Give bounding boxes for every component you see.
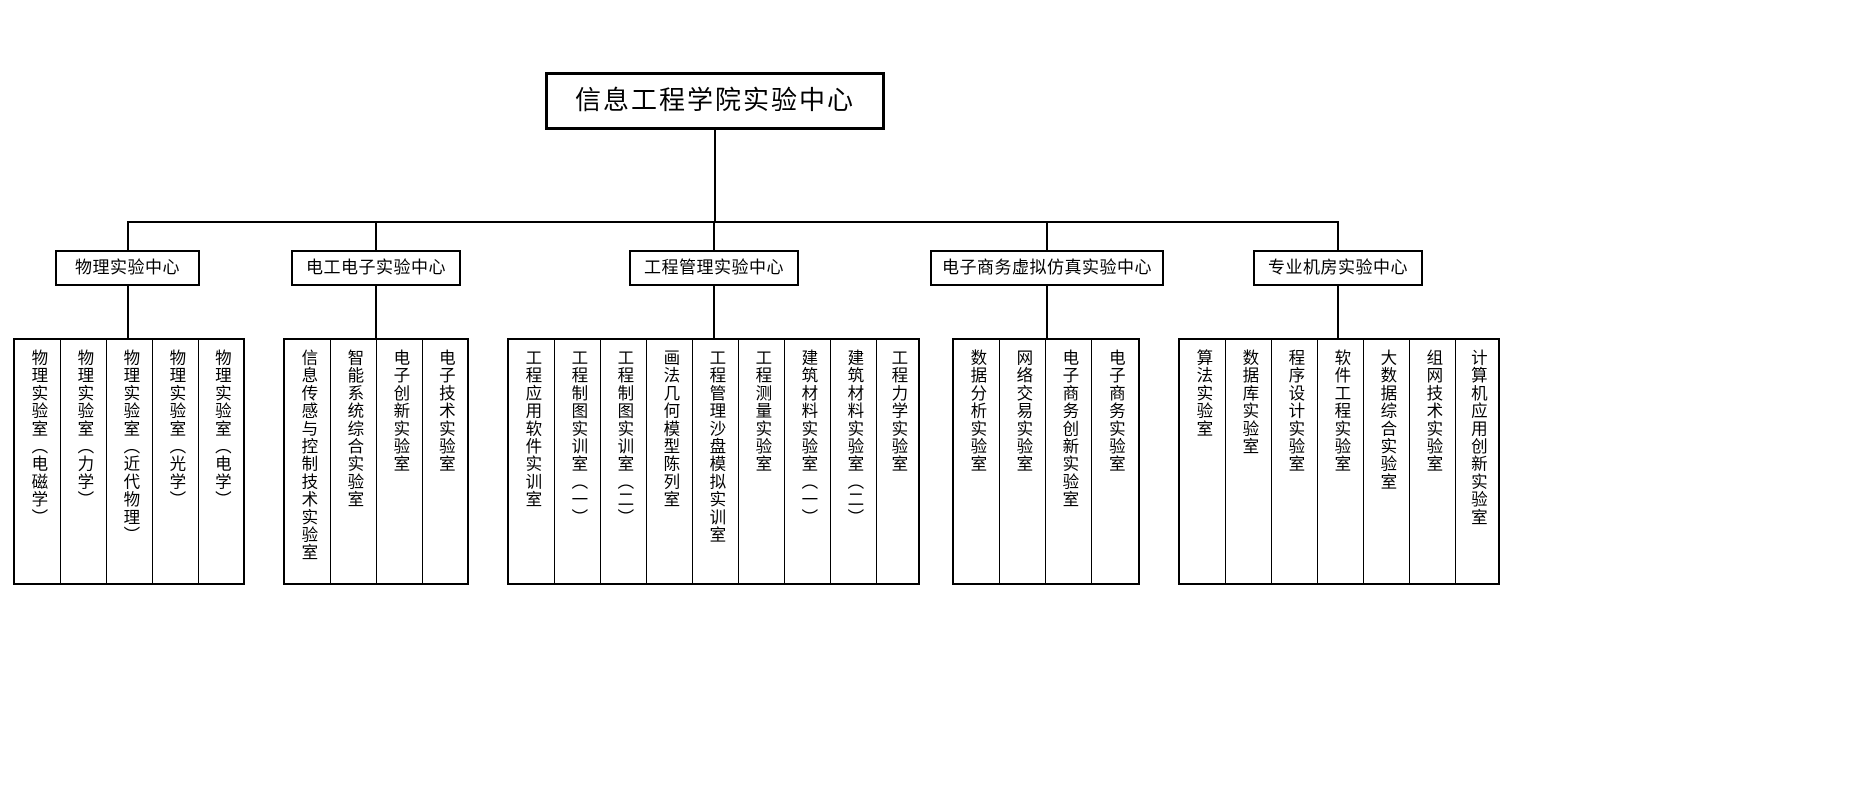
- leaf-label: 工程测量实验室: [752, 349, 772, 473]
- leaf-box[interactable]: 工程测量实验室: [739, 340, 785, 583]
- leaf-label: 物理实验室（力学）: [74, 349, 94, 509]
- connector-center-5-to-group: [1337, 286, 1339, 338]
- leaf-box[interactable]: 工程制图实训室（一）: [555, 340, 601, 583]
- center-node-label-2: 电工电子实验中心: [306, 257, 446, 278]
- leaf-box[interactable]: 建筑材料实验室（二）: [831, 340, 877, 583]
- leaf-box[interactable]: 智能系统综合实验室: [331, 340, 377, 583]
- leaf-label: 计算机应用创新实验室: [1468, 349, 1488, 526]
- leaf-label: 工程力学实验室: [888, 349, 908, 473]
- leaf-group-3: 工程应用软件实训室 工程制图实训室（一） 工程制图实训室（二） 画法几何模型陈列…: [507, 338, 920, 585]
- connector-bus-to-center-1: [127, 221, 129, 250]
- leaf-label: 物理实验室（近代物理）: [120, 349, 140, 544]
- leaf-label: 大数据综合实验室: [1377, 349, 1397, 491]
- leaf-box[interactable]: 计算机应用创新实验室: [1456, 340, 1498, 583]
- leaf-label: 信息传感与控制技术实验室: [298, 349, 318, 562]
- leaf-box[interactable]: 工程制图实训室（二）: [601, 340, 647, 583]
- leaf-label: 算法实验室: [1193, 349, 1213, 438]
- leaf-group-4: 数据分析实验室 网络交易实验室 电子商务创新实验室 电子商务实验室: [952, 338, 1140, 585]
- leaf-label: 软件工程实验室: [1331, 349, 1351, 473]
- leaf-box[interactable]: 电子商务实验室: [1092, 340, 1138, 583]
- leaf-group-1: 物理实验室（电磁学） 物理实验室（力学） 物理实验室（近代物理） 物理实验室（光…: [13, 338, 245, 585]
- leaf-box[interactable]: 算法实验室: [1180, 340, 1226, 583]
- leaf-box[interactable]: 大数据综合实验室: [1364, 340, 1410, 583]
- center-node-label-4: 电子商务虚拟仿真实验中心: [942, 257, 1152, 278]
- leaf-label: 工程应用软件实训室: [522, 349, 542, 509]
- connector-main-bus: [128, 221, 1339, 223]
- leaf-label: 物理实验室（电磁学）: [28, 349, 48, 526]
- leaf-box[interactable]: 软件工程实验室: [1318, 340, 1364, 583]
- leaf-box[interactable]: 工程力学实验室: [877, 340, 918, 583]
- leaf-label: 组网技术实验室: [1423, 349, 1443, 473]
- leaf-group-2: 信息传感与控制技术实验室 智能系统综合实验室 电子创新实验室 电子技术实验室: [283, 338, 469, 585]
- leaf-box[interactable]: 物理实验室（光学）: [153, 340, 199, 583]
- leaf-label: 数据分析实验室: [967, 349, 987, 473]
- leaf-box[interactable]: 画法几何模型陈列室: [647, 340, 693, 583]
- leaf-label: 物理实验室（光学）: [166, 349, 186, 509]
- center-node-label-5: 专业机房实验中心: [1268, 257, 1408, 278]
- leaf-box[interactable]: 物理实验室（力学）: [61, 340, 107, 583]
- leaf-box[interactable]: 信息传感与控制技术实验室: [285, 340, 331, 583]
- leaf-label: 电子商务实验室: [1106, 349, 1126, 473]
- leaf-label: 物理实验室（电学）: [212, 349, 232, 509]
- center-node-label-3: 工程管理实验中心: [644, 257, 784, 278]
- leaf-box[interactable]: 程序设计实验室: [1272, 340, 1318, 583]
- leaf-box[interactable]: 物理实验室（近代物理）: [107, 340, 153, 583]
- leaf-label: 工程制图实训室（一）: [568, 349, 588, 526]
- leaf-label: 智能系统综合实验室: [344, 349, 364, 509]
- center-node-box-1[interactable]: 物理实验中心: [55, 250, 200, 286]
- center-node-box-2[interactable]: 电工电子实验中心: [291, 250, 461, 286]
- connector-center-3-to-group: [713, 286, 715, 338]
- root-node-box[interactable]: 信息工程学院实验中心: [545, 72, 885, 130]
- leaf-group-5: 算法实验室 数据库实验室 程序设计实验室 软件工程实验室 大数据综合实验室 组网…: [1178, 338, 1500, 585]
- connector-bus-to-center-4: [1046, 221, 1048, 250]
- leaf-label: 工程管理沙盘模拟实训室: [706, 349, 726, 544]
- leaf-label: 建筑材料实验室（二）: [844, 349, 864, 526]
- connector-bus-to-center-2: [375, 221, 377, 250]
- connector-bus-to-center-5: [1337, 221, 1339, 250]
- leaf-box[interactable]: 电子创新实验室: [377, 340, 423, 583]
- leaf-box[interactable]: 网络交易实验室: [1000, 340, 1046, 583]
- connector-bus-to-center-3: [713, 221, 715, 250]
- leaf-box[interactable]: 建筑材料实验室（一）: [785, 340, 831, 583]
- leaf-label: 画法几何模型陈列室: [660, 349, 680, 509]
- connector-center-4-to-group: [1046, 286, 1048, 338]
- leaf-box[interactable]: 工程应用软件实训室: [509, 340, 555, 583]
- center-node-box-5[interactable]: 专业机房实验中心: [1253, 250, 1423, 286]
- leaf-box[interactable]: 组网技术实验室: [1410, 340, 1456, 583]
- center-node-box-4[interactable]: 电子商务虚拟仿真实验中心: [930, 250, 1164, 286]
- connector-center-1-to-group: [127, 286, 129, 338]
- center-node-label-1: 物理实验中心: [75, 257, 180, 278]
- leaf-box[interactable]: 物理实验室（电磁学）: [15, 340, 61, 583]
- leaf-label: 电子技术实验室: [436, 349, 456, 473]
- leaf-label: 程序设计实验室: [1285, 349, 1305, 473]
- leaf-box[interactable]: 电子技术实验室: [423, 340, 468, 583]
- leaf-box[interactable]: 电子商务创新实验室: [1046, 340, 1092, 583]
- leaf-label: 建筑材料实验室（一）: [798, 349, 818, 526]
- leaf-box[interactable]: 数据库实验室: [1226, 340, 1272, 583]
- leaf-box[interactable]: 数据分析实验室: [954, 340, 1000, 583]
- leaf-label: 数据库实验室: [1239, 349, 1259, 456]
- leaf-box[interactable]: 工程管理沙盘模拟实训室: [693, 340, 739, 583]
- leaf-label: 网络交易实验室: [1013, 349, 1033, 473]
- leaf-label: 电子创新实验室: [390, 349, 410, 473]
- root-node-label: 信息工程学院实验中心: [574, 85, 855, 116]
- connector-root-stem: [714, 130, 716, 222]
- center-node-box-3[interactable]: 工程管理实验中心: [629, 250, 799, 286]
- connector-center-2-to-group: [375, 286, 377, 338]
- leaf-label: 工程制图实训室（二）: [614, 349, 634, 526]
- leaf-label: 电子商务创新实验室: [1059, 349, 1079, 509]
- leaf-box[interactable]: 物理实验室（电学）: [199, 340, 243, 583]
